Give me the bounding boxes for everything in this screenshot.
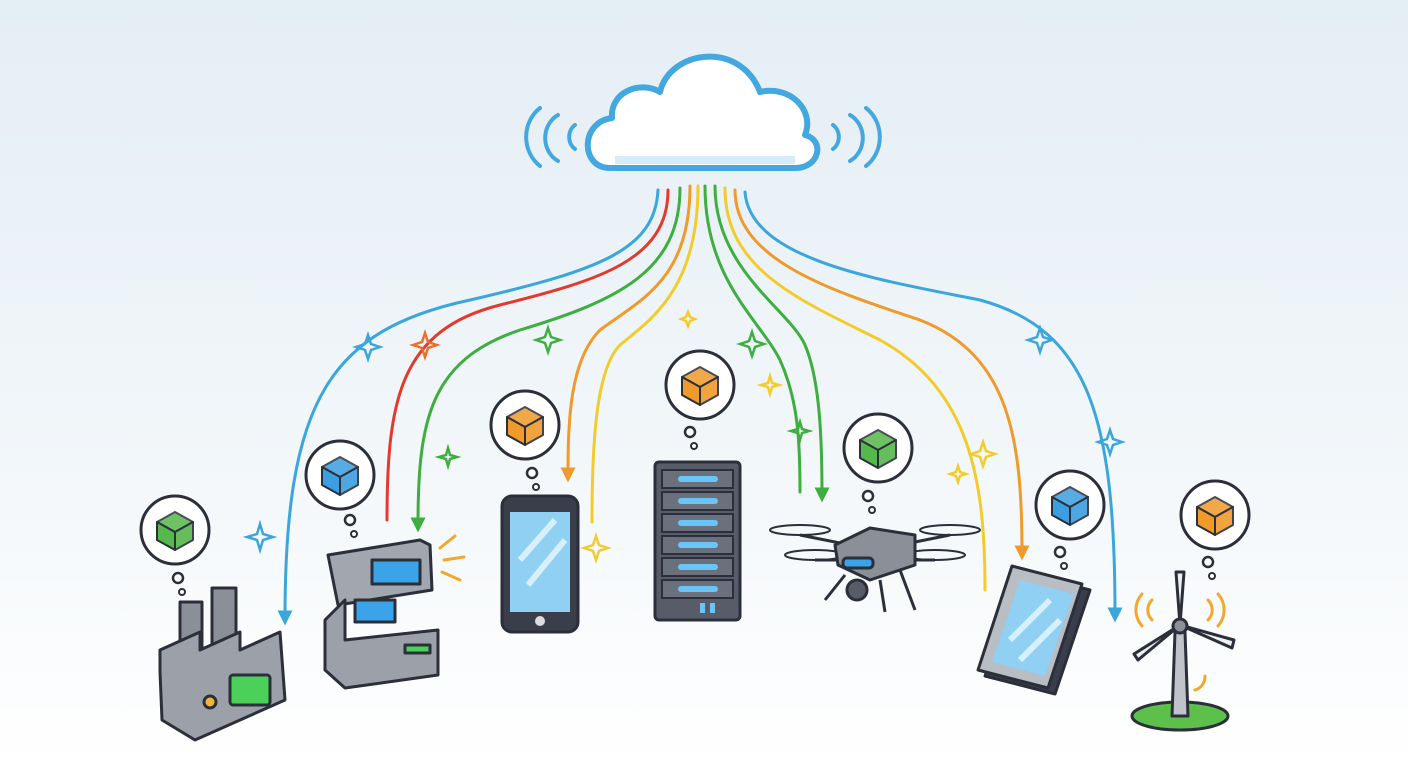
line-green-drone-1 <box>703 184 802 494</box>
server-led-bar <box>678 564 718 570</box>
line-red-kiosk <box>385 188 670 522</box>
data-bubble <box>1179 479 1251 580</box>
data-cube-icon <box>681 366 719 406</box>
server-rack-icon <box>653 460 742 622</box>
sparkle-icon <box>1094 426 1126 458</box>
line-blue-turbine <box>743 190 1123 623</box>
line-yellow-phone <box>590 184 700 524</box>
connection-lines <box>277 184 1123 626</box>
sparkle-icon <box>532 324 564 356</box>
data-cube-icon <box>1051 486 1089 526</box>
data-bubbles <box>139 349 1251 596</box>
data-bubble <box>304 439 376 538</box>
drone-icon <box>769 524 981 613</box>
server-led-bar <box>678 542 718 548</box>
data-bubble <box>139 494 211 596</box>
sparkle-icon <box>946 462 970 486</box>
server-led-bar <box>678 520 718 526</box>
data-cube-icon <box>321 456 359 496</box>
data-cube-icon <box>156 511 194 551</box>
wind-turbine-icon <box>1130 570 1236 732</box>
line-yellow-tablet <box>723 186 987 592</box>
sparkle-icon <box>580 532 612 564</box>
wireless-signal-icon <box>524 106 882 168</box>
sparkle-icon <box>242 519 278 555</box>
data-bubble <box>1034 469 1106 570</box>
sparkle-icon <box>736 328 768 360</box>
sparkle-icon <box>756 371 784 399</box>
sparkle-icon <box>409 329 441 361</box>
server-led-bar <box>678 586 718 592</box>
sparkle-icon <box>352 331 384 363</box>
data-bubble <box>489 389 561 491</box>
sparkle-icon <box>677 308 699 330</box>
data-bubble <box>842 412 914 514</box>
data-bubble <box>664 349 736 450</box>
line-green-kiosk <box>410 186 682 533</box>
sparkle-icon <box>434 443 462 471</box>
data-cube-icon <box>1196 496 1234 536</box>
tablet-icon <box>976 564 1092 696</box>
sparkle-icon <box>967 438 999 470</box>
line-orange-phone <box>560 184 692 483</box>
data-cube-icon <box>506 406 544 446</box>
line-green-drone-2 <box>713 184 830 503</box>
line-blue-factory <box>277 188 660 626</box>
factory-icon <box>158 586 287 742</box>
sparkle-icon <box>786 417 814 445</box>
line-orange-tablet <box>733 188 1030 561</box>
sparkles <box>242 308 1126 564</box>
server-led-bar <box>678 476 718 482</box>
smartphone-icon <box>500 494 580 634</box>
cloud-icon <box>584 53 821 171</box>
server-led-bar <box>678 498 718 504</box>
data-cube-icon <box>859 429 897 469</box>
kiosk-machine-icon <box>323 534 466 690</box>
sparkle-icon <box>1024 324 1056 356</box>
